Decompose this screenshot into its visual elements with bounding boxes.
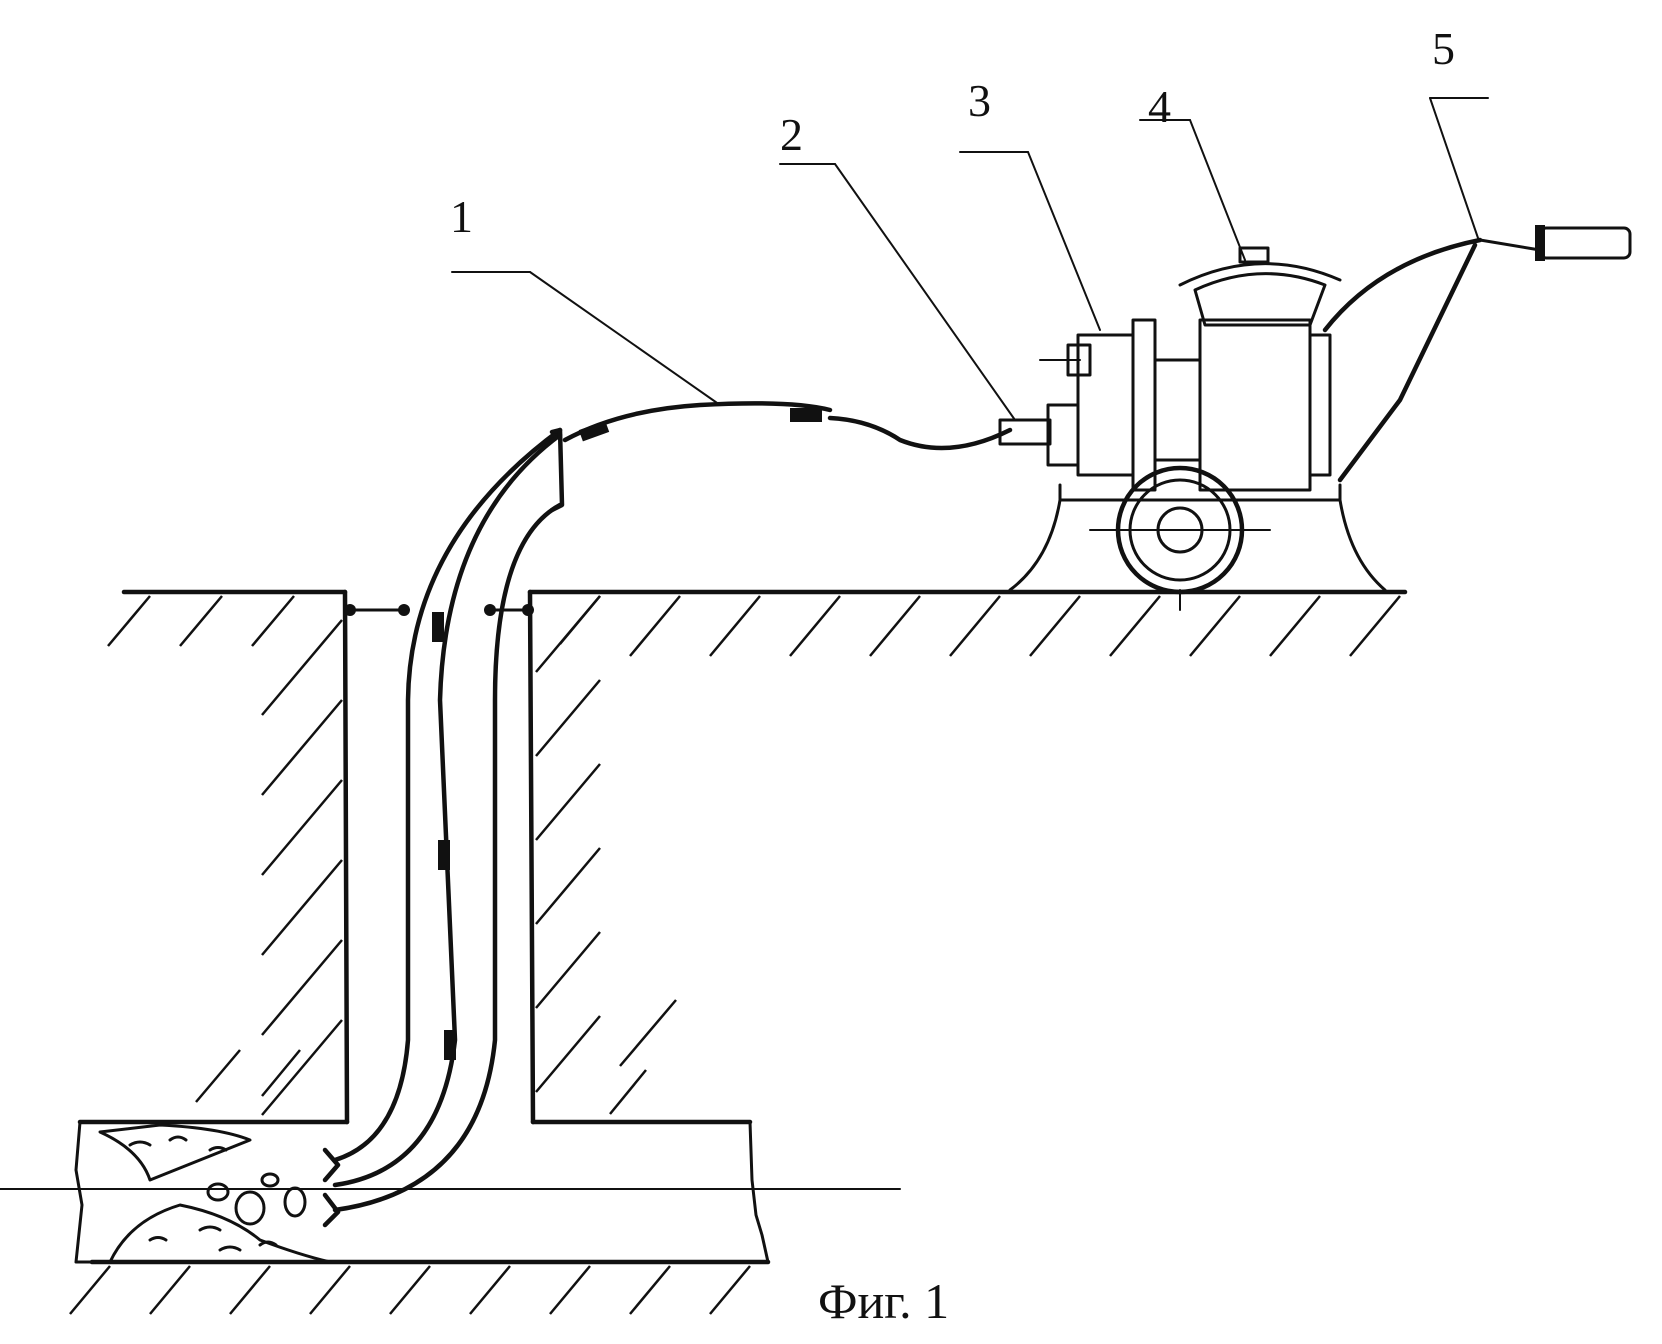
ground-section [0, 592, 1405, 1262]
hose-line-1 [565, 403, 1010, 448]
ground-hatching [70, 596, 1400, 1314]
callout-4: 4 [1148, 81, 1171, 132]
suction-hoses [325, 430, 562, 1225]
pump-unit [1000, 225, 1630, 610]
callout-1: 1 [450, 191, 473, 242]
callout-5: 5 [1432, 23, 1455, 74]
figure-caption: Фиг. 1 [818, 1273, 949, 1329]
callout-labels: 1 2 3 4 5 [450, 23, 1455, 242]
callout-leaders [452, 98, 1488, 420]
pipe-deposits [100, 1125, 330, 1262]
callout-3: 3 [968, 75, 991, 126]
callout-2: 2 [780, 109, 803, 160]
